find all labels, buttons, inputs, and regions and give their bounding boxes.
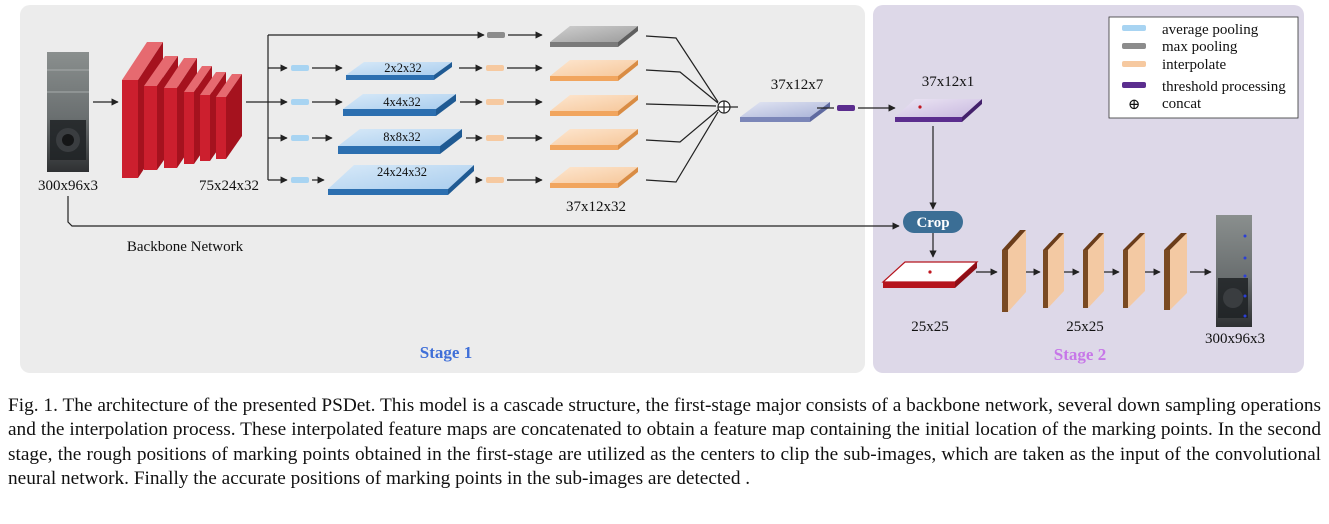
- legend-concat-symbol: ⊕: [1128, 97, 1141, 113]
- concat-map: [740, 102, 830, 122]
- backbone-label: Backbone Network: [127, 239, 244, 255]
- input-image: [47, 52, 89, 172]
- cnn-layer-2: [1043, 233, 1064, 308]
- output-dim: 300x96x3: [1205, 331, 1265, 347]
- legend-threshold-swatch: [1122, 82, 1146, 88]
- cnn-layer-4: [1123, 233, 1145, 308]
- threshold-map: [895, 99, 982, 122]
- maxpool-map: [550, 26, 638, 47]
- crop-map-dim: 25x25: [911, 319, 949, 335]
- backbone-dim: 75x24x32: [199, 178, 259, 194]
- legend: [1108, 16, 1299, 119]
- threshold-dim: 37x12x1: [922, 74, 975, 90]
- pool-map-24: [328, 165, 474, 195]
- pool-map-2-dim: 2x2x32: [384, 61, 422, 75]
- interp-map-2: [550, 95, 638, 116]
- backbone-layer-6: [216, 74, 242, 159]
- legend-interpolate-swatch: [1122, 61, 1146, 67]
- legend-max-pool-swatch: [1122, 43, 1146, 49]
- legend-max-pool-label: max pooling: [1162, 39, 1238, 55]
- input-dim: 300x96x3: [38, 178, 98, 194]
- interp-dim: 37x12x32: [566, 199, 626, 215]
- pool-map-24-dim: 24x24x32: [377, 165, 427, 179]
- avg-pool-ops: [291, 65, 309, 183]
- interp-map-3: [550, 129, 638, 150]
- pool-map-2: [346, 62, 452, 80]
- legend-concat-label: concat: [1162, 96, 1202, 112]
- concat-op: [717, 100, 731, 114]
- legend-threshold-label: threshold processing: [1162, 79, 1286, 95]
- backbone-layers: [122, 42, 242, 178]
- interp-map-1: [550, 60, 638, 81]
- cnn-layer-1: [1002, 230, 1026, 312]
- interpolate-ops: [486, 65, 504, 183]
- pool-map-4-dim: 4x4x32: [383, 95, 421, 109]
- legend-interpolate-label: interpolate: [1162, 57, 1226, 73]
- output-image: [1216, 215, 1252, 327]
- stage1-label: Stage 1: [420, 343, 472, 362]
- concat-dim: 37x12x7: [771, 77, 824, 93]
- threshold-op: [837, 105, 855, 111]
- legend-avg-pool-swatch: [1122, 25, 1146, 31]
- cnn-layer-3: [1083, 233, 1104, 308]
- figure-caption: Fig. 1. The architecture of the presente…: [8, 395, 1321, 490]
- cnn-dim: 25x25: [1066, 319, 1104, 335]
- cnn-layer-5: [1164, 233, 1187, 310]
- max-pool-op: [487, 32, 505, 38]
- crop-badge: [903, 211, 963, 233]
- legend-avg-pool-label: average pooling: [1162, 22, 1259, 38]
- interp-map-4: [550, 167, 638, 188]
- crop-label: Crop: [916, 215, 949, 231]
- pool-map-8-dim: 8x8x32: [383, 130, 421, 144]
- architecture-diagram: Stage 1 Stage 2 Backbone Network 300x96x…: [20, 5, 1304, 373]
- crop-map: [881, 261, 979, 288]
- stage2-label: Stage 2: [1054, 345, 1106, 364]
- pool-map-8: [338, 129, 462, 154]
- pool-map-4: [343, 94, 456, 116]
- cnn-layers: [1002, 230, 1187, 312]
